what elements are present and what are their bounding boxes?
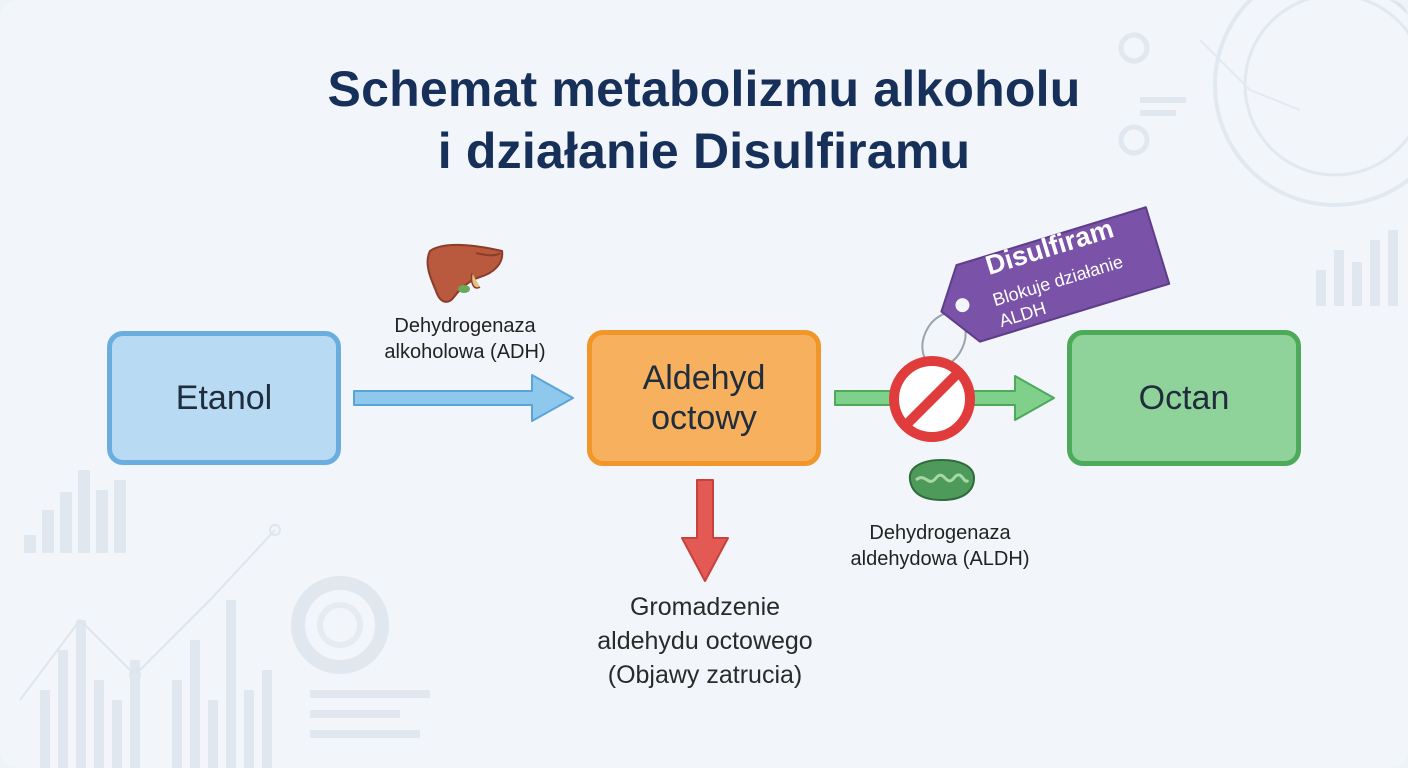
page-title: Schemat metabolizmu alkoholu i działanie… bbox=[0, 58, 1408, 182]
arrow-etanol-to-aldehyd bbox=[353, 374, 574, 422]
node-octan: Octan bbox=[1067, 330, 1301, 466]
enzyme-adh-line-1: Dehydrogenaza bbox=[394, 315, 536, 337]
accumulation-label: Gromadzenie aldehydu octowego (Objawy za… bbox=[560, 590, 850, 692]
enzyme-aldh-line-1: Dehydrogenaza bbox=[869, 522, 1011, 544]
enzyme-aldh-line-2: aldehydowa (ALDH) bbox=[850, 548, 1030, 570]
accumulation-line-3: (Objawy zatrucia) bbox=[607, 661, 803, 689]
node-aldehyd-label-line-1: Aldehyd bbox=[642, 359, 766, 397]
node-etanol-label: Etanol bbox=[175, 379, 273, 417]
liver-icon bbox=[426, 243, 504, 303]
enzyme-adh-line-2: alkoholowa (ADH) bbox=[384, 341, 546, 363]
node-etanol: Etanol bbox=[107, 331, 341, 465]
disulfiram-tag bbox=[940, 206, 1171, 343]
mitochondrion-icon bbox=[908, 458, 976, 502]
arrow-aldehyd-down bbox=[681, 479, 729, 582]
accumulation-line-1: Gromadzenie bbox=[629, 593, 781, 621]
enzyme-label-adh: Dehydrogenaza alkoholowa (ADH) bbox=[365, 313, 565, 365]
prohibition-icon bbox=[889, 356, 975, 442]
enzyme-label-aldh: Dehydrogenaza aldehydowa (ALDH) bbox=[830, 520, 1050, 572]
title-line-1: Schemat metabolizmu alkoholu bbox=[327, 61, 1081, 117]
title-line-2: i działanie Disulfiramu bbox=[437, 123, 971, 179]
node-octan-label: Octan bbox=[1138, 379, 1230, 417]
node-aldehyd-label-line-2: octowy bbox=[651, 399, 757, 437]
accumulation-line-2: aldehydu octowego bbox=[597, 627, 813, 655]
node-aldehyd-octowy: Aldehyd octowy bbox=[587, 330, 821, 466]
